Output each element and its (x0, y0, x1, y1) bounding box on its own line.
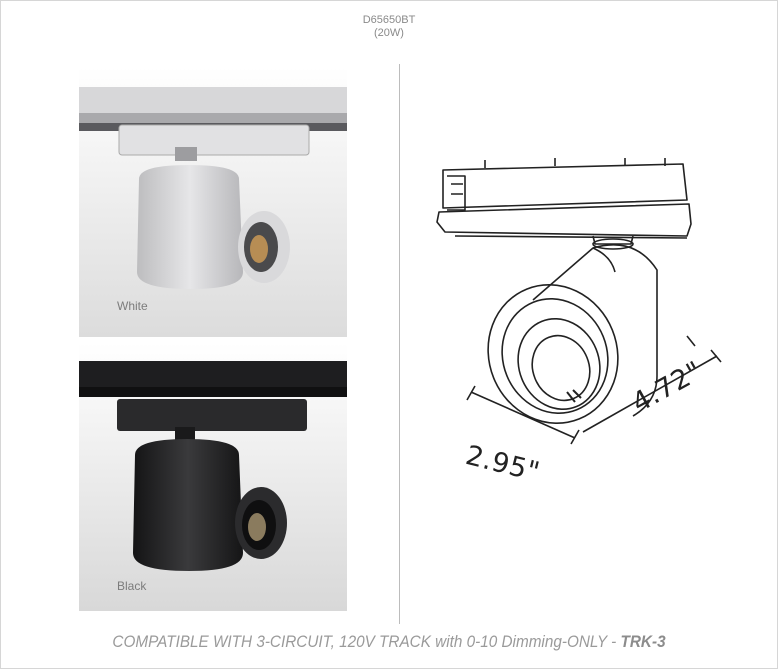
column-divider (399, 64, 400, 624)
photo-black-finish: Black (79, 343, 347, 611)
photo-white-finish: White (79, 67, 347, 337)
track-part-number: TRK-3 (620, 632, 666, 651)
model-wattage: (20W) (374, 27, 404, 39)
compatibility-text: COMPATIBLE WITH 3-CIRCUIT, 120V TRACK wi… (112, 632, 621, 651)
model-heading: D65650BT (20W) (0, 14, 778, 40)
compatibility-note: COMPATIBLE WITH 3-CIRCUIT, 120V TRACK wi… (39, 632, 739, 652)
finish-label: Black (117, 579, 147, 593)
dimension-drawing (436, 158, 722, 445)
model-number: D65650BT (362, 14, 416, 26)
finish-label: White (117, 299, 148, 313)
